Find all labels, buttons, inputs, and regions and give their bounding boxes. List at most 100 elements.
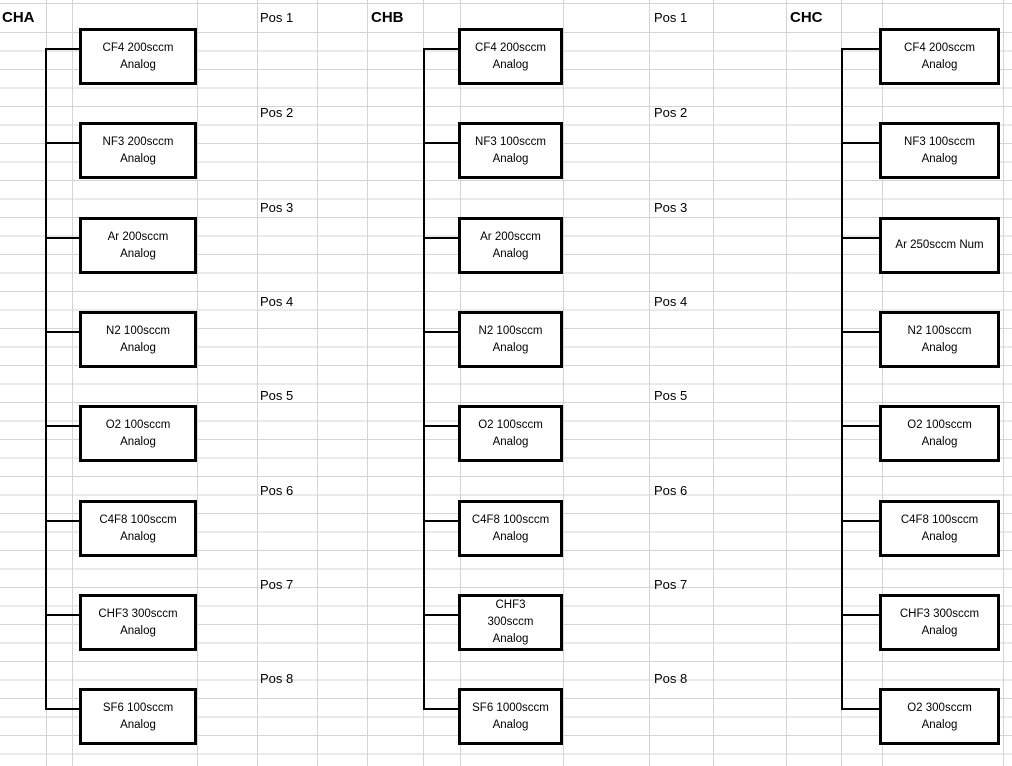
mfc-gas-label: CF4 200sccm xyxy=(475,41,546,54)
cha-connector-5 xyxy=(45,425,79,427)
mfc-gas-label: CHF3 300sccm xyxy=(899,607,980,620)
cha-mfc-box-1[interactable]: CF4 200sccm Analog xyxy=(79,28,197,85)
cha-mfc-box-2[interactable]: NF3 200sccm Analog xyxy=(79,122,197,179)
mfc-gas-label: CF4 200sccm xyxy=(904,41,975,54)
grid-column-line xyxy=(563,0,564,766)
cha-connector-8 xyxy=(45,708,79,710)
cha-mfc-box-3[interactable]: Ar 200sccm Analog xyxy=(79,217,197,274)
mfc-gas-label: Ar 250sccm Num xyxy=(895,239,984,251)
chb-mfc-box-7[interactable]: CHF3 300sccm Analog xyxy=(458,594,563,651)
pos-label-8: Pos 8 xyxy=(260,671,294,686)
mfc-gas-label: C4F8 100sccm xyxy=(471,513,550,526)
grid-row-line xyxy=(0,3,1012,4)
chb-connector-7 xyxy=(423,614,458,616)
chb-connector-1 xyxy=(423,48,458,50)
chb-connector-2 xyxy=(423,142,458,144)
mfc-gas-label: O2 100sccm xyxy=(478,418,543,431)
mfc-type-label: Analog xyxy=(120,718,156,731)
chc-mfc-box-5[interactable]: O2 100sccm Analog xyxy=(879,405,1000,462)
chb-mfc-box-2[interactable]: NF3 100sccm Analog xyxy=(458,122,563,179)
mfc-type-label: Analog xyxy=(492,58,529,71)
mfc-gas-label: O2 100sccm xyxy=(105,418,171,431)
cha-mfc-box-7[interactable]: CHF3 300sccm Analog xyxy=(79,594,197,651)
chc-connector-1 xyxy=(841,48,879,50)
grid-column-line xyxy=(649,0,650,766)
grid-column-line xyxy=(72,0,73,766)
channel-chc-title: CHC xyxy=(790,9,823,26)
mfc-gas-label: N2 100sccm xyxy=(907,324,972,337)
mfc-type-label: Analog xyxy=(120,624,156,637)
pos-label-1: Pos 1 xyxy=(654,10,688,25)
mfc-gas-label: N2 100sccm xyxy=(106,324,170,337)
mfc-gas-label: O2 300sccm xyxy=(907,701,972,714)
mfc-type-label: Analog xyxy=(921,58,958,71)
cha-mfc-box-5[interactable]: O2 100sccm Analog xyxy=(79,405,197,462)
channel-cha-title: CHA xyxy=(2,9,35,26)
chb-connector-3 xyxy=(423,237,458,239)
cha-mfc-box-6[interactable]: C4F8 100sccm Analog xyxy=(79,500,197,557)
chb-mfc-box-8[interactable]: SF6 1000sccm Analog xyxy=(458,688,563,745)
cha-connector-2 xyxy=(45,142,79,144)
grid-column-line xyxy=(257,0,258,766)
grid-column-line xyxy=(317,0,318,766)
pos-label-3: Pos 3 xyxy=(260,200,294,215)
chc-mfc-box-2[interactable]: NF3 100sccm Analog xyxy=(879,122,1000,179)
chb-connector-4 xyxy=(423,331,458,333)
chb-mfc-box-1[interactable]: CF4 200sccm Analog xyxy=(458,28,563,85)
mfc-gas-label: N2 100sccm xyxy=(478,324,543,337)
pos-label-1: Pos 1 xyxy=(260,10,294,25)
mfc-type-label: Analog xyxy=(492,633,529,645)
chc-mfc-box-4[interactable]: N2 100sccm Analog xyxy=(879,311,1000,368)
chc-bus-line xyxy=(841,48,843,710)
chc-mfc-box-1[interactable]: CF4 200sccm Analog xyxy=(879,28,1000,85)
grid-column-line xyxy=(713,0,714,766)
mfc-gas-label: O2 100sccm xyxy=(907,418,972,431)
mfc-gas-label: CF4 200sccm xyxy=(102,41,174,54)
mfc-type-label: Analog xyxy=(120,341,156,354)
mfc-type-label: Analog xyxy=(921,624,958,637)
mfc-type-label: Analog xyxy=(120,530,156,543)
mfc-gas-label: CHF3 xyxy=(495,599,526,611)
mfc-type-label: Analog xyxy=(120,58,156,71)
chb-mfc-box-6[interactable]: C4F8 100sccm Analog xyxy=(458,500,563,557)
chc-mfc-box-6[interactable]: C4F8 100sccm Analog xyxy=(879,500,1000,557)
chc-connector-8 xyxy=(841,708,879,710)
cha-mfc-box-8[interactable]: SF6 100sccm Analog xyxy=(79,688,197,745)
mfc-type-label: Analog xyxy=(120,247,156,260)
cha-connector-6 xyxy=(45,520,79,522)
mfc-type-label: Analog xyxy=(921,341,958,354)
chb-connector-8 xyxy=(423,708,458,710)
chb-connector-6 xyxy=(423,520,458,522)
mfc-gas-label: NF3 100sccm xyxy=(904,135,975,148)
pos-label-4: Pos 4 xyxy=(654,294,688,309)
chb-mfc-box-5[interactable]: O2 100sccm Analog xyxy=(458,405,563,462)
chb-mfc-box-4[interactable]: N2 100sccm Analog xyxy=(458,311,563,368)
mfc-gas-label: NF3 100sccm xyxy=(475,135,546,148)
pos-label-8: Pos 8 xyxy=(654,671,688,686)
pos-label-4: Pos 4 xyxy=(260,294,294,309)
chc-mfc-box-7[interactable]: CHF3 300sccm Analog xyxy=(879,594,1000,651)
cha-mfc-box-4[interactable]: N2 100sccm Analog xyxy=(79,311,197,368)
pos-label-3: Pos 3 xyxy=(654,200,688,215)
cha-connector-7 xyxy=(45,614,79,616)
grid-column-line xyxy=(1003,0,1004,766)
chc-mfc-box-8[interactable]: O2 300sccm Analog xyxy=(879,688,1000,745)
pos-label-6: Pos 6 xyxy=(654,483,688,498)
mfc-gas-label: Ar 200sccm xyxy=(480,230,541,243)
pos-label-5: Pos 5 xyxy=(260,388,294,403)
mfc-type-label: Analog xyxy=(921,435,958,448)
mfc-type-label: Analog xyxy=(492,530,529,543)
pos-label-7: Pos 7 xyxy=(654,577,688,592)
mfc-gas-label: C4F8 100sccm xyxy=(900,513,979,526)
chc-connector-7 xyxy=(841,614,879,616)
mfc-type-label: Analog xyxy=(492,718,529,731)
chc-mfc-box-3[interactable]: Ar 250sccm Num xyxy=(879,217,1000,274)
chb-mfc-box-3[interactable]: Ar 200sccm Analog xyxy=(458,217,563,274)
grid-column-line xyxy=(460,0,461,766)
mfc-type-label: Analog xyxy=(492,435,529,448)
mfc-type-label: Analog xyxy=(492,152,529,165)
mfc-type-label: Analog xyxy=(492,247,529,260)
